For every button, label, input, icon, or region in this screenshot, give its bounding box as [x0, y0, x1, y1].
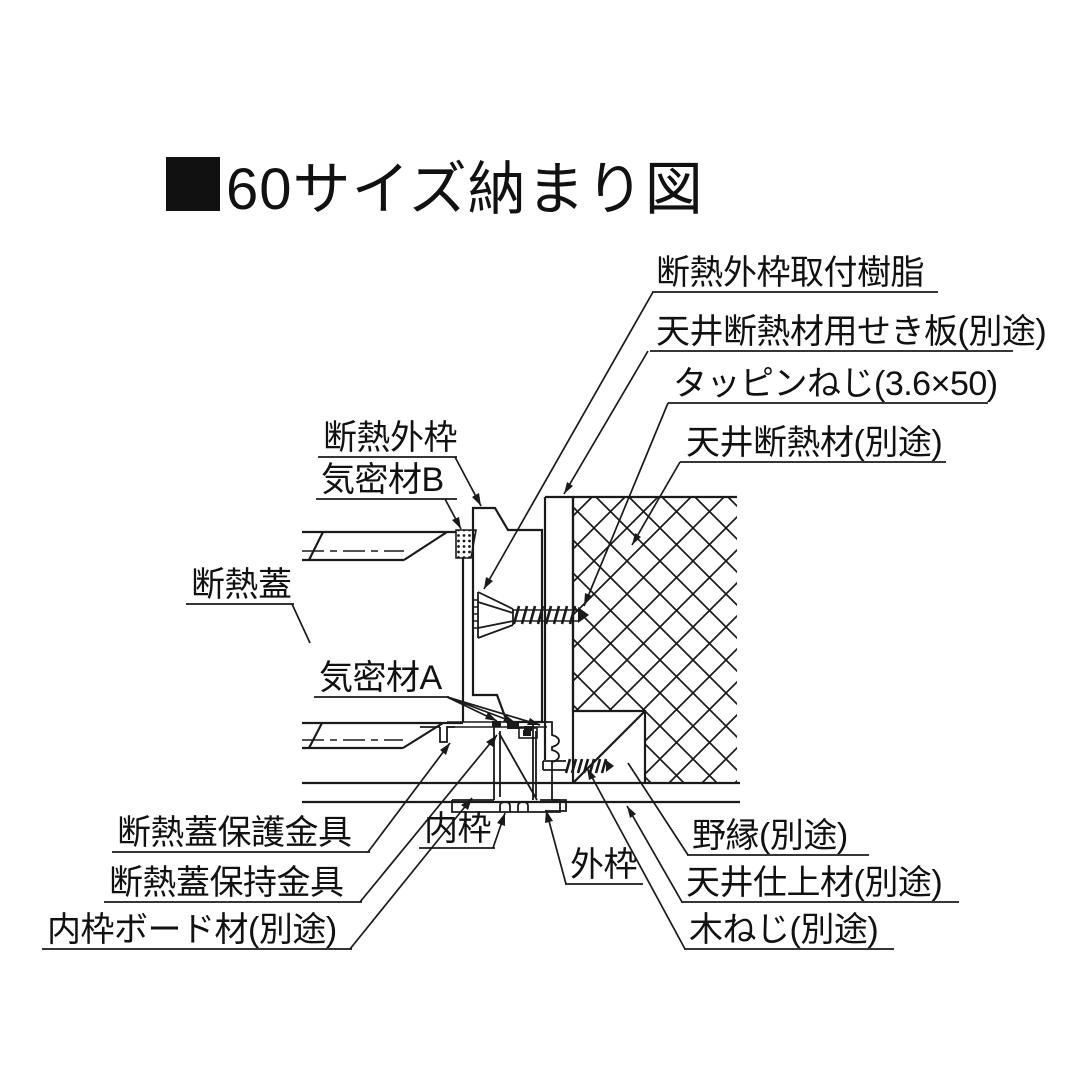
leader-arrowheads	[440, 482, 641, 826]
label-insulation-lid: 断熱蓋	[191, 566, 292, 604]
wood-screw	[542, 758, 614, 774]
label-outer-frame: 外枠	[570, 846, 637, 884]
hold-fitting-clip-core	[523, 730, 531, 736]
gasket-b-seal	[455, 529, 477, 559]
label-ceiling-insulation: 天井断熱材(別途)	[686, 424, 942, 462]
label-inner-frame-board: 内枠ボード材(別途)	[47, 911, 337, 949]
ceiling-finish-board	[302, 781, 740, 804]
title-square-bullet	[166, 157, 220, 211]
outer-frame-profile	[532, 721, 567, 812]
protect-fitting-hook	[420, 726, 455, 743]
label-lid-hold-fitting: 断熱蓋保持金具	[109, 864, 344, 902]
page-title: 60サイズ納まり図	[166, 142, 704, 226]
label-sekiita: 天井断熱材用せき板(別途)	[656, 313, 1046, 351]
label-frame-mount-resin: 断熱外枠取付樹脂	[656, 254, 924, 292]
label-tapping-screw: タッピンねじ(3.6×50)	[673, 365, 998, 403]
label-inner-frame: 内枠	[424, 810, 491, 848]
title-text: 60サイズ納まり図	[226, 157, 704, 222]
inner-frame-flange	[451, 799, 561, 813]
label-gasket-a: 気密材A	[319, 659, 442, 697]
label-underlines	[42, 291, 1013, 950]
label-furring-strip: 野縁(別途)	[692, 817, 848, 855]
ceiling-insulation-hatch	[573, 497, 737, 783]
hold-fitting-clip	[518, 727, 538, 739]
lid-top-panel	[302, 530, 456, 562]
part-labels: 断熱外枠取付樹脂 天井断熱材用せき板(別途) タッピンねじ(3.6×50) 天井…	[47, 254, 1047, 949]
retaining-board	[543, 495, 575, 760]
inner-frame-channel	[493, 727, 538, 801]
gasket-a-bit	[507, 723, 519, 729]
label-gasket-b: 気密材B	[321, 461, 444, 499]
lid-bottom-panel	[302, 721, 463, 750]
gasket-a-bit	[492, 721, 501, 727]
tapping-screw-and-resin-anchor	[472, 591, 589, 639]
label-wood-screw: 木ねじ(別途)	[689, 911, 878, 949]
label-lid-protect-fitting: 断熱蓋保護金具	[117, 814, 352, 852]
label-ceiling-finish: 天井仕上材(別途)	[686, 864, 942, 902]
label-insulated-outer-frame: 断熱外枠	[323, 419, 457, 457]
